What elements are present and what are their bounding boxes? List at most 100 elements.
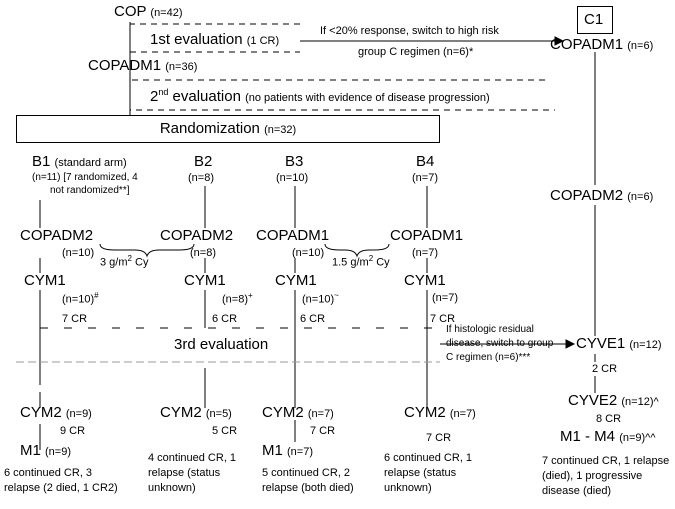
- arm-b4-cym2-label: CYM2: [404, 404, 446, 421]
- arm-b3-m: M1 (n=7): [262, 442, 314, 460]
- eval1-note: (1 CR): [246, 35, 280, 47]
- dose-b12-text: 3 g/m: [100, 256, 128, 269]
- c1-box: [577, 6, 613, 34]
- arm-b2-cym2-n: (n=5): [205, 408, 232, 420]
- arm-b1-outcome-1: 6 continued CR, 3: [4, 467, 93, 479]
- arm-b1-cym1-n-value: (n=10): [62, 293, 95, 306]
- arm-b1-n-line2: not randomized**]: [50, 185, 130, 196]
- arm-b2-cym2-label: CYM2: [160, 404, 202, 421]
- cop-label: COP: [114, 3, 147, 20]
- arm-b4-cym2: CYM2 (n=7): [404, 404, 476, 422]
- arm-b2-outcome-2: relapse (status: [148, 467, 221, 479]
- dose-b34-drug: Cy: [373, 256, 390, 269]
- cop-node: COP (n=42): [114, 3, 183, 21]
- dose-b1-b2: 3 g/m2 Cy: [100, 254, 148, 269]
- arm-b3-cym2-n: (n=7): [307, 408, 334, 420]
- arm-b2-outcome-3: unknown): [148, 482, 196, 494]
- eval2-label: evaluation: [168, 88, 241, 105]
- arm-b3-outcome-2: relapse (both died): [262, 482, 354, 494]
- switch3-line2: disease, switch to group: [446, 338, 554, 349]
- c1-cyve1-label: CYVE1: [576, 335, 626, 352]
- c1-outcome-1: 7 continued CR, 1 relapse: [542, 455, 670, 467]
- arm-b2-n: (n=8): [188, 172, 214, 184]
- arm-b1-note: (standard arm): [54, 157, 127, 169]
- c1-cr1: 2 CR: [592, 363, 618, 375]
- dose-b3-b4: 1.5 g/m2 Cy: [332, 254, 390, 269]
- arm-b2-cym1-mark: +: [248, 291, 253, 300]
- copadm1-n: (n=36): [165, 61, 198, 73]
- switch3-line1: If histologic residual: [446, 324, 534, 335]
- arm-b4-drug1-n: (n=7): [412, 247, 438, 259]
- arm-b3-cr1: 6 CR: [300, 313, 326, 325]
- arm-b3-m-n: (n=7): [287, 446, 314, 458]
- c1-copadm2: COPADM2 (n=6): [550, 187, 654, 205]
- arm-b3-cym1-mark: ~: [334, 291, 339, 300]
- eval2-note: (no patients with evidence of disease pr…: [245, 92, 490, 104]
- c1-cr2: 8 CR: [596, 413, 622, 425]
- arm-b2-cym2: CYM2 (n=5): [160, 404, 232, 422]
- c1-copadm1: COPADM1 (n=6): [550, 36, 654, 54]
- arm-b4-outcome-1: 6 continued CR, 1: [384, 452, 473, 464]
- arm-b3-cym2-label: CYM2: [262, 404, 304, 421]
- c1-copadm1-n: (n=6): [627, 40, 654, 52]
- arm-b4-n: (n=7): [412, 172, 438, 184]
- arm-b1-drug1-n: (n=10): [62, 247, 95, 259]
- eval2-ordinal: 2: [150, 88, 159, 105]
- arm-b3-cym2: CYM2 (n=7): [262, 404, 334, 422]
- arm-b2-cym1-n: (n=8)+: [222, 291, 253, 306]
- arm-b1-outcome-2: relapse (2 died, 1 CR2): [4, 482, 118, 494]
- arm-b4-outcome-3: unknown): [384, 482, 432, 494]
- c1-m-label: M1 - M4: [560, 428, 616, 445]
- randomization-label: Randomization (n=32): [16, 120, 440, 138]
- arm-b3-outcome-1: 5 continued CR, 2: [262, 467, 351, 479]
- arm-b1-drug1-label: COPADM2: [20, 227, 94, 244]
- c1-m: M1 - M4 (n=9)^^: [560, 428, 656, 446]
- arm-b4-drug1: COPADM1: [390, 227, 464, 244]
- arm-b1-cr1: 7 CR: [62, 313, 88, 325]
- switch3-line3: C regimen (n=6)***: [446, 352, 531, 363]
- c1-m-n: (n=9)^^: [619, 432, 656, 444]
- arm-b4-cr1: 7 CR: [430, 313, 456, 325]
- cop-n: (n=42): [150, 7, 183, 19]
- rand-n: (n=32): [264, 124, 297, 136]
- arm-b1-m: M1 (n=9): [20, 442, 71, 460]
- arm-b3-cym1: CYM1: [275, 272, 317, 289]
- arm-b1-cym2-n: (n=9): [65, 408, 92, 420]
- c1-copadm1-label: COPADM1: [550, 36, 624, 53]
- dose-brace-b3-b4: [324, 243, 390, 258]
- c1-cyve1: CYVE1 (n=12): [576, 335, 662, 353]
- arm-b3-drug1: COPADM1: [256, 227, 330, 244]
- arm-b3-cym1-n-value: (n=10): [302, 293, 335, 306]
- arm-b4-cym2-n: (n=7): [449, 408, 476, 420]
- c1-cyve2-n: (n=12)^: [621, 396, 659, 408]
- dose-brace-b1-b2: [99, 243, 195, 258]
- arm-b2-cym1-n-value: (n=8): [222, 293, 248, 306]
- arm-b4-cym1: CYM1: [404, 272, 446, 289]
- eval2-ordinal-suffix: nd: [158, 87, 169, 97]
- arm-b1-m-label: M1: [20, 442, 41, 459]
- eval2-node: 2nd evaluation (no patients with evidenc…: [150, 87, 490, 106]
- arm-b1-n-line1: (n=11) [7 randomized, 4: [32, 172, 138, 183]
- arm-b4-cr2: 7 CR: [426, 432, 452, 444]
- arm-b3-m-label: M1: [262, 442, 283, 459]
- switch-text-line1: If <20% response, switch to high risk: [320, 25, 499, 37]
- arm-b4-outcome-2: relapse (status: [384, 467, 457, 479]
- arm-b2-drug1-n: (n=8): [190, 247, 216, 259]
- dose-b12-sup: 2: [127, 254, 132, 263]
- arm-b4-cym1-n: (n=7): [432, 292, 458, 304]
- c1-cyve1-n: (n=12): [629, 339, 662, 351]
- c1-cyve2: CYVE2 (n=12)^: [568, 392, 659, 410]
- arm-b3-name: B3: [285, 153, 304, 170]
- arm-b1-name: B1: [32, 153, 51, 170]
- arm-b3-n: (n=10): [276, 172, 309, 184]
- arm-b1-cym1-n: (n=10)#: [62, 291, 99, 306]
- arm-b2-cr2: 5 CR: [212, 425, 238, 437]
- c1-copadm2-n: (n=6): [627, 191, 654, 203]
- eval1-label: 1st evaluation: [150, 31, 243, 48]
- arm-b2-outcome-1: 4 continued CR, 1: [148, 452, 237, 464]
- eval2-dashed-box: [129, 79, 555, 111]
- c1-copadm2-label: COPADM2: [550, 187, 624, 204]
- arm-b1-cr2: 9 CR: [60, 425, 86, 437]
- arm-b1-header: B1 (standard arm): [32, 153, 127, 171]
